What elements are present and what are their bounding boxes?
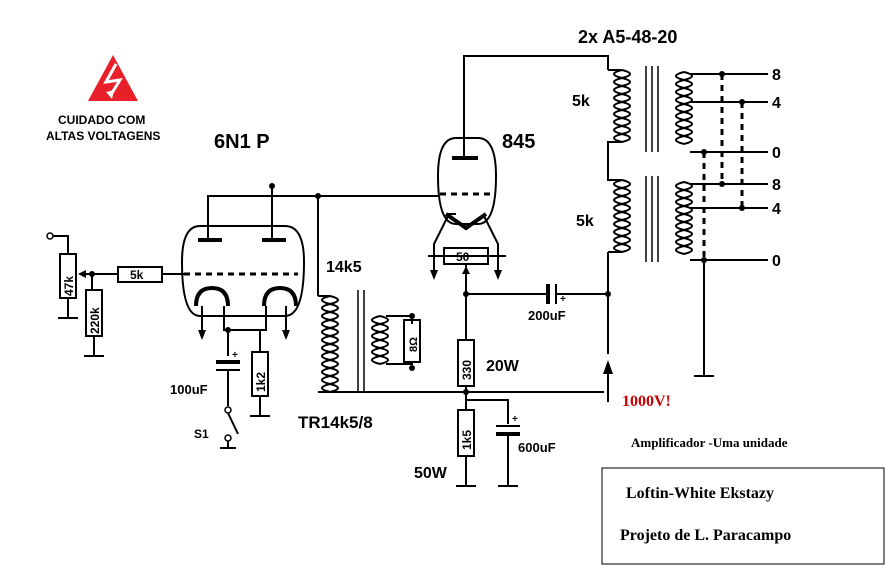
driver-tube: [180, 225, 306, 340]
lower-impedance-label: 5k: [576, 213, 594, 230]
switch-s1: [220, 406, 239, 449]
title-box-title: Loftin-White Ekstazy: [626, 485, 774, 502]
pot-label: 47k: [62, 276, 76, 296]
tap-upper-8: 8: [772, 67, 781, 84]
bias-power2-label: 50W: [414, 465, 448, 482]
output-tube: [436, 137, 498, 231]
cathode-res-label: 1k2: [254, 372, 268, 392]
supply-voltage: 1000V!: [622, 393, 671, 410]
tap-lower-8: 8: [772, 177, 781, 194]
bias-res2-label: 1k5: [460, 430, 474, 450]
bias-res-label: 330: [460, 360, 474, 380]
coupling-cap-label: 200uF: [528, 308, 566, 323]
bias-capacitor: +: [466, 399, 520, 487]
output-transformer-value: 14k5: [326, 259, 362, 276]
cathode-cap-label: 100uF: [170, 382, 208, 397]
power-transformer-label: 2x A5-48-20: [578, 27, 677, 47]
bias-resistor-2: [456, 409, 476, 487]
tap-upper-0: 0: [772, 145, 781, 162]
filament-pot-label: 50: [456, 250, 470, 264]
svg-text:+: +: [560, 294, 566, 305]
title-box-author: Projeto de L. Paracampo: [620, 527, 791, 544]
driver-tube-label: 6N1 P: [214, 131, 270, 153]
tap-lower-4: 4: [772, 201, 781, 218]
output-tube-label: 845: [502, 131, 535, 153]
warning-line2: ALTAS VOLTAGENS: [46, 129, 160, 143]
warning-line1: CUIDADO COM: [58, 113, 145, 127]
svg-text:+: +: [512, 414, 518, 425]
output-transformer-name: TR14k5/8: [298, 413, 373, 432]
high-voltage-warning-icon: [88, 55, 138, 101]
input-potentiometer: [46, 232, 92, 319]
supply-arrow: [603, 360, 613, 402]
filament-pot: [428, 215, 506, 292]
grid-stopper-label: 5k: [130, 268, 144, 282]
cathode-resistor: [250, 351, 270, 417]
bias-power-label: 20W: [486, 358, 520, 375]
caption: Amplificador -Uma unidade: [631, 435, 788, 450]
output-transformer: [318, 290, 421, 393]
title-box: [601, 467, 885, 565]
tap-upper-4: 4: [772, 95, 781, 112]
cathode-capacitor: +: [216, 350, 240, 406]
load-label: 8Ω: [408, 337, 420, 352]
tap-lower-0: 0: [772, 253, 781, 270]
grid-stopper-resistor: [92, 266, 184, 283]
svg-text:+: +: [232, 350, 238, 361]
grid-leak-label: 220k: [88, 307, 102, 334]
upper-impedance-label: 5k: [572, 93, 590, 110]
bias-cap-label: 600uF: [518, 440, 556, 455]
power-transformers: [607, 66, 768, 377]
coupling-capacitor: +: [546, 284, 608, 305]
switch-label: S1: [194, 427, 209, 441]
